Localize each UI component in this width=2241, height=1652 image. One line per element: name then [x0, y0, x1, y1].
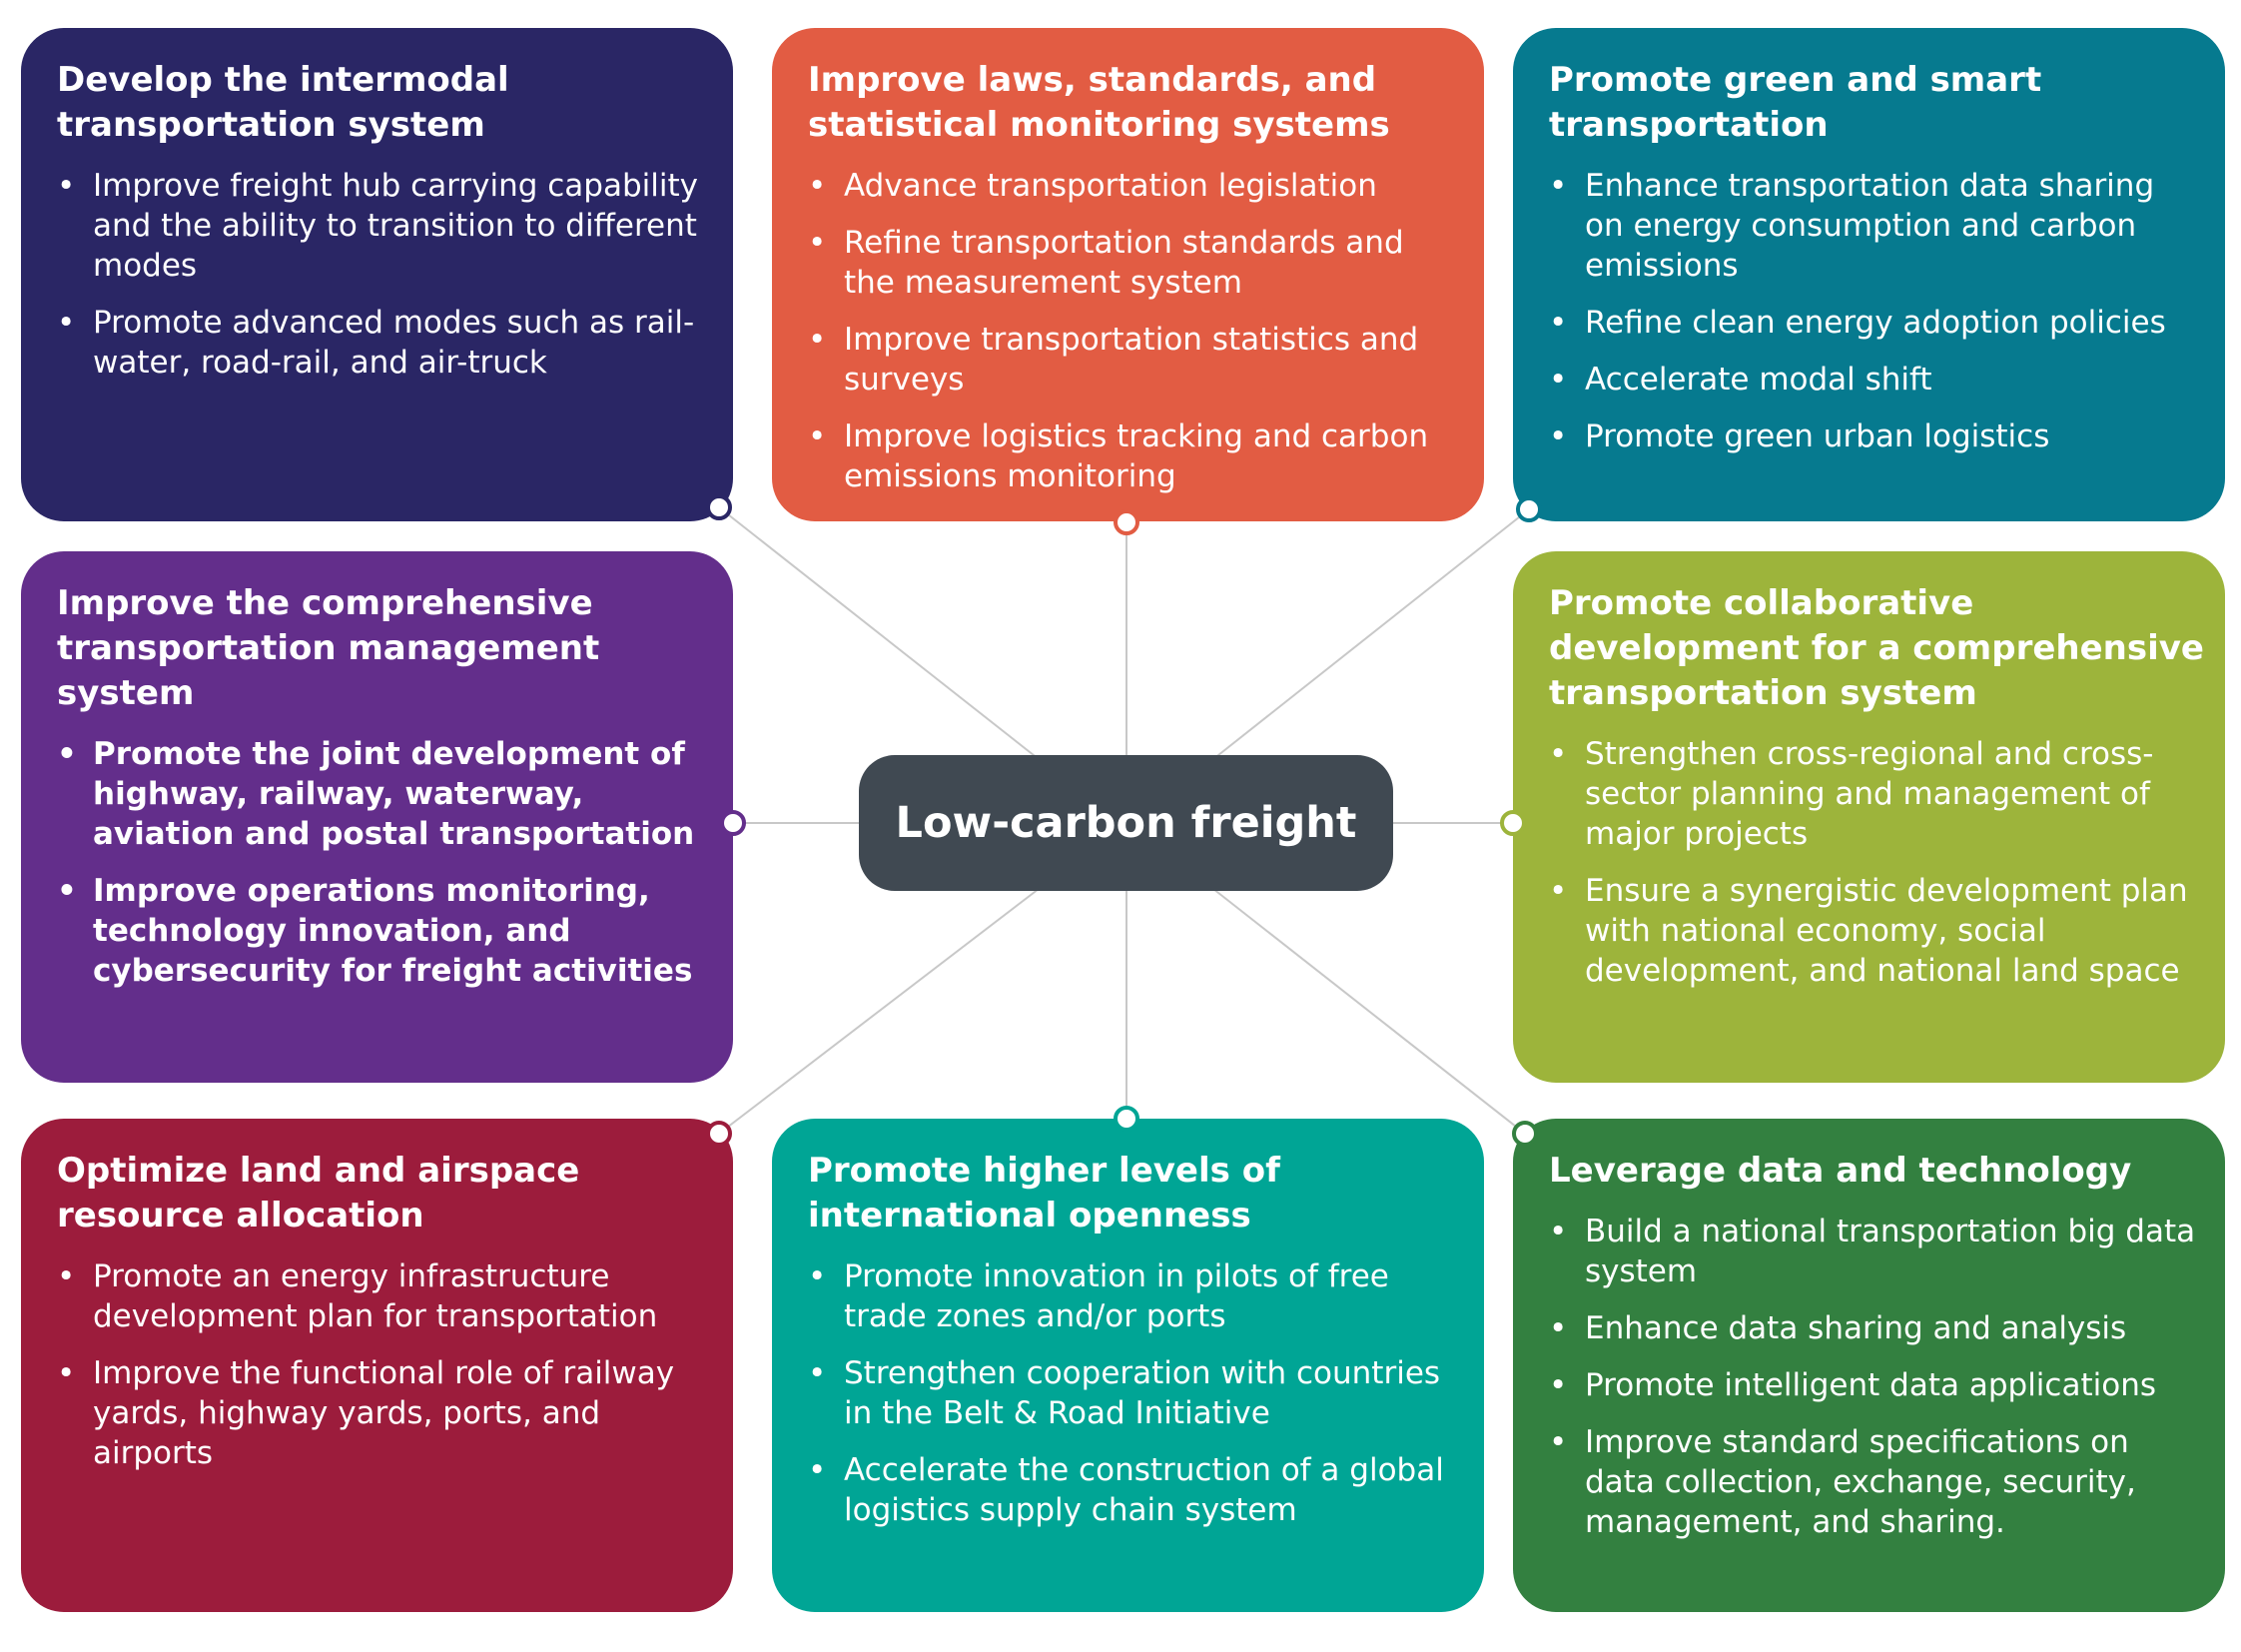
box-international-openness: Promote higher levels of international o… [772, 1119, 1484, 1612]
bullet-item: Improve operations monitoring, technolog… [57, 871, 707, 991]
box-title: Develop the intermodal transportation sy… [57, 60, 509, 145]
bullet-list: Strengthen cross-regional and cross-sect… [1549, 734, 2215, 991]
connector-dot [1114, 1106, 1139, 1132]
connector-dot [706, 1121, 732, 1147]
box-title: Promote collaborative development for a … [1549, 583, 2204, 713]
bullet-item: Improve freight hub carrying capability … [57, 166, 707, 286]
bullet-item: Enhance transportation data sharing on e… [1549, 166, 2199, 286]
bullet-item: Accelerate the construction of a global … [808, 1450, 1458, 1530]
bullet-item: Ensure a synergistic development plan wi… [1549, 871, 2215, 991]
connector-line [718, 506, 1040, 760]
bullet-item: Promote the joint development of highway… [57, 734, 707, 854]
bullet-item: Enhance data sharing and analysis [1549, 1308, 2199, 1348]
box-title: Leverage data and technology [1549, 1151, 2132, 1191]
bullet-list: Advance transportation legislation Refin… [808, 166, 1458, 496]
bullet-item: Refine clean energy adoption policies [1549, 303, 2199, 343]
box-land-airspace: Optimize land and airspace resource allo… [21, 1119, 733, 1612]
connector-dot [1516, 496, 1542, 522]
center-hub: Low-carbon freight [859, 755, 1393, 891]
box-intermodal: Develop the intermodal transportation sy… [21, 28, 733, 521]
box-title: Optimize land and airspace resource allo… [57, 1151, 580, 1236]
box-management-system: Improve the comprehensive transportation… [21, 551, 733, 1083]
bullet-list: Promote the joint development of highway… [57, 734, 707, 991]
bullet-item: Promote intelligent data applications [1549, 1365, 2199, 1405]
box-title: Promote higher levels of international o… [808, 1151, 1280, 1236]
bullet-item: Improve transportation statistics and su… [808, 320, 1458, 400]
box-laws-standards: Improve laws, standards, and statistical… [772, 28, 1484, 521]
bullet-item: Improve logistics tracking and carbon em… [808, 416, 1458, 496]
bullet-item: Promote advanced modes such as rail-wate… [57, 303, 707, 383]
bullet-list: Enhance transportation data sharing on e… [1549, 166, 2199, 456]
box-data-technology: Leverage data and technology Build a nat… [1513, 1119, 2225, 1612]
bullet-item: Strengthen cooperation with countries in… [808, 1353, 1458, 1433]
bullet-list: Improve freight hub carrying capability … [57, 166, 707, 383]
bullet-item: Refine transportation standards and the … [808, 223, 1458, 303]
connector-dot [706, 494, 732, 520]
box-title: Improve the comprehensive transportation… [57, 583, 600, 713]
bullet-item: Advance transportation legislation [808, 166, 1458, 206]
box-collaborative: Promote collaborative development for a … [1513, 551, 2225, 1083]
connector-line [1212, 888, 1526, 1135]
bullet-item: Promote green urban logistics [1549, 416, 2199, 456]
bullet-list: Promote an energy infrastructure develop… [57, 1256, 707, 1473]
connector-line [718, 888, 1040, 1135]
bullet-item: Strengthen cross-regional and cross-sect… [1549, 734, 2215, 854]
bullet-item: Improve the functional role of railway y… [57, 1353, 707, 1473]
box-title: Improve laws, standards, and statistical… [808, 60, 1390, 145]
box-green-smart: Promote green and smart transportation E… [1513, 28, 2225, 521]
connector-dot [1500, 810, 1526, 836]
bullet-item: Promote innovation in pilots of free tra… [808, 1256, 1458, 1336]
bullet-list: Build a national transportation big data… [1549, 1212, 2199, 1542]
bullet-item: Improve standard specifications on data … [1549, 1422, 2199, 1542]
connector-line [1212, 508, 1530, 760]
bullet-list: Promote innovation in pilots of free tra… [808, 1256, 1458, 1530]
bullet-item: Build a national transportation big data… [1549, 1212, 2199, 1291]
bullet-item: Promote an energy infrastructure develop… [57, 1256, 707, 1336]
bullet-item: Accelerate modal shift [1549, 360, 2199, 400]
connector-dot [1114, 509, 1139, 535]
connector-dot [1512, 1121, 1538, 1147]
box-title: Promote green and smart transportation [1549, 60, 2042, 145]
connector-dot [720, 810, 746, 836]
